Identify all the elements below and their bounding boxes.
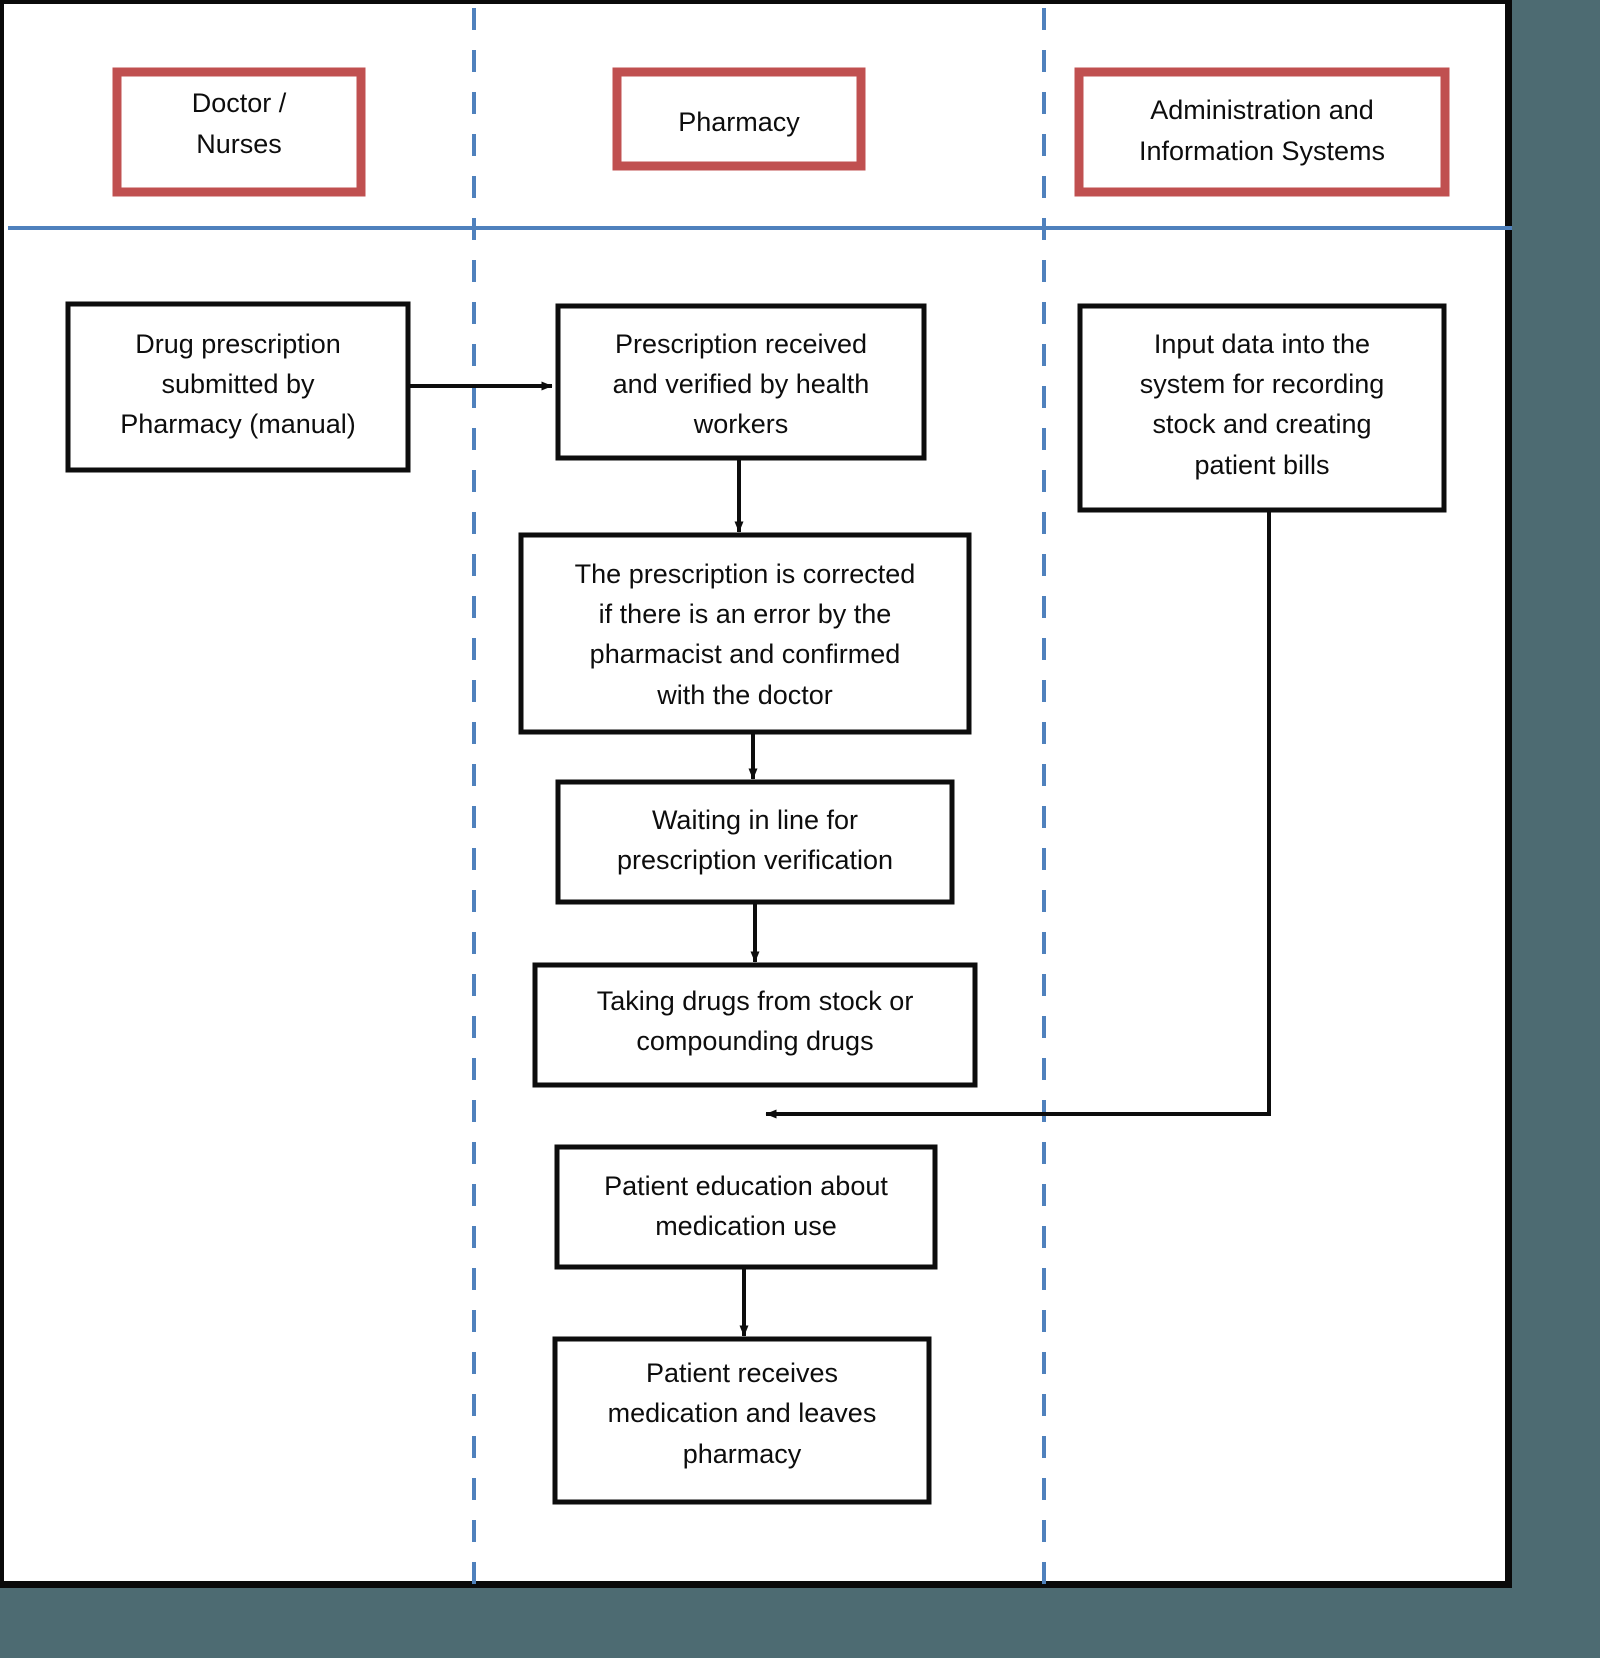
node-taking-drugs-box	[532, 962, 978, 1088]
swimlane-flowchart: Doctor / Nurses Pharmacy Administration …	[8, 8, 1512, 1588]
node-input-data-line-3: stock and creating	[1152, 409, 1371, 439]
node-patient-receives-line-1: Patient receives	[646, 1358, 838, 1388]
node-waiting-in-line-box	[555, 779, 955, 905]
lane-header-admin-line-1: Administration and	[1150, 95, 1374, 125]
node-drug-prescription[interactable]: Drug prescription submitted by Pharmacy …	[65, 301, 411, 473]
node-prescription-corrected-line-2: if there is an error by the	[599, 599, 892, 629]
node-patient-receives[interactable]: Patient receives medication and leaves p…	[552, 1336, 932, 1505]
node-prescription-received-box	[555, 303, 927, 461]
node-input-data-line-1: Input data into the	[1154, 329, 1370, 359]
lane-header-doctor-box	[112, 67, 366, 197]
node-prescription-received-line-2: and verified by health	[613, 369, 870, 399]
lane-header-pharmacy[interactable]: Pharmacy	[612, 67, 866, 171]
node-taking-drugs-line-2: compounding drugs	[636, 1026, 873, 1056]
lane-header-pharmacy-box	[612, 67, 866, 171]
node-waiting-in-line-line-1: Waiting in line for	[652, 805, 858, 835]
node-patient-receives-box	[552, 1336, 932, 1505]
node-patient-education-box	[554, 1144, 938, 1270]
node-patient-education[interactable]: Patient education about medication use	[554, 1144, 938, 1270]
node-input-data-line-4: patient bills	[1194, 450, 1329, 480]
node-drug-prescription-box	[65, 301, 411, 473]
node-prescription-received-line-1: Prescription received	[615, 329, 867, 359]
node-taking-drugs-line-1: Taking drugs from stock or	[597, 986, 914, 1016]
node-patient-education-line-1: Patient education about	[604, 1171, 888, 1201]
node-input-data[interactable]: Input data into the system for recording…	[1077, 303, 1447, 513]
node-prescription-corrected-line-4: with the doctor	[656, 680, 833, 710]
node-waiting-in-line-line-2: prescription verification	[617, 845, 893, 875]
lane-header-admin-box	[1074, 67, 1450, 197]
node-prescription-corrected-line-1: The prescription is corrected	[575, 559, 916, 589]
lane-header-admin[interactable]: Administration and Information Systems	[1074, 67, 1450, 197]
node-taking-drugs[interactable]: Taking drugs from stock or compounding d…	[532, 962, 978, 1088]
lane-header-doctor-line-1: Doctor /	[192, 88, 287, 118]
node-drug-prescription-line-2: submitted by	[161, 369, 315, 399]
node-patient-education-line-2: medication use	[655, 1211, 837, 1241]
node-drug-prescription-line-1: Drug prescription	[135, 329, 341, 359]
node-prescription-corrected[interactable]: The prescription is corrected if there i…	[518, 532, 972, 735]
lane-header-pharmacy-line-1: Pharmacy	[678, 107, 800, 137]
node-patient-receives-line-2: medication and leaves	[608, 1398, 877, 1428]
lane-header-doctor[interactable]: Doctor / Nurses	[112, 67, 366, 197]
node-prescription-corrected-line-3: pharmacist and confirmed	[590, 639, 901, 669]
node-prescription-corrected-box	[518, 532, 972, 735]
node-patient-receives-line-3: pharmacy	[683, 1439, 802, 1469]
lane-header-doctor-line-2: Nurses	[196, 129, 282, 159]
node-input-data-box	[1077, 303, 1447, 513]
node-prescription-received-line-3: workers	[693, 409, 789, 439]
node-drug-prescription-line-3: Pharmacy (manual)	[120, 409, 356, 439]
edge-input-to-education	[765, 509, 1271, 1119]
node-input-data-line-2: system for recording	[1140, 369, 1385, 399]
node-waiting-in-line[interactable]: Waiting in line for prescription verific…	[555, 779, 955, 905]
diagram-canvas: Doctor / Nurses Pharmacy Administration …	[0, 0, 1512, 1588]
lane-header-admin-line-2: Information Systems	[1139, 136, 1385, 166]
node-prescription-received[interactable]: Prescription received and verified by he…	[555, 303, 927, 461]
